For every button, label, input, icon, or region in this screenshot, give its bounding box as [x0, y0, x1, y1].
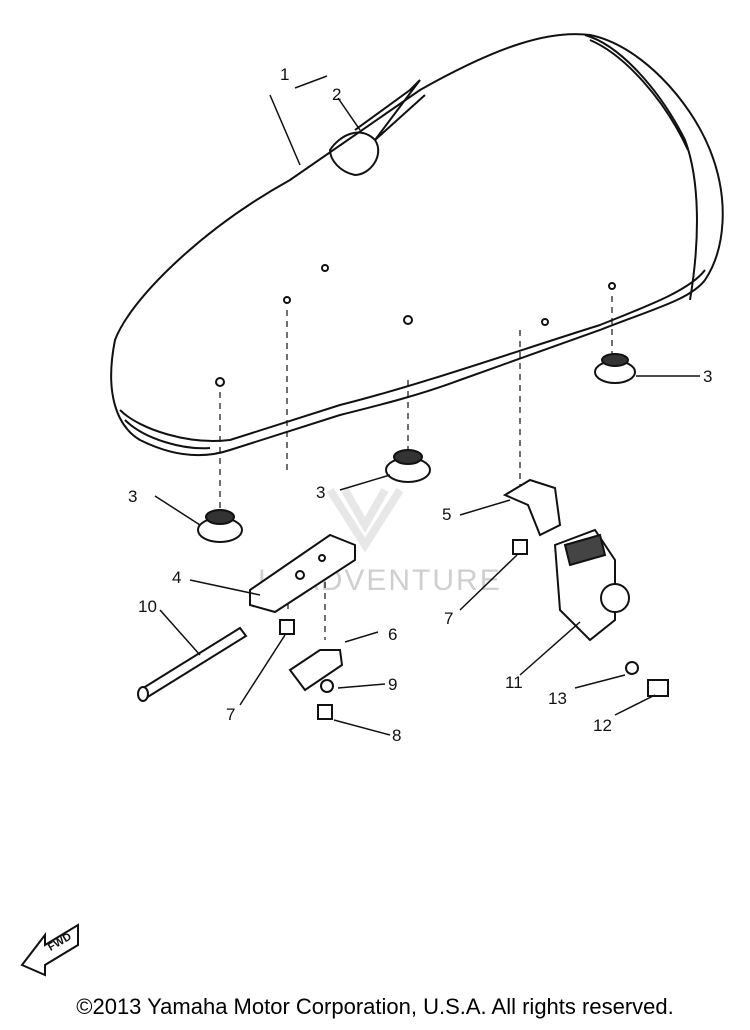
callout-6: 6	[388, 625, 397, 644]
callout-2: 2	[332, 85, 341, 104]
callout-5: 5	[442, 505, 451, 524]
callout-8: 8	[392, 726, 401, 745]
callout-7a: 7	[226, 705, 235, 724]
hook-plate	[288, 649, 344, 692]
callout-3a: 3	[703, 367, 712, 386]
forward-arrow-icon: FWD	[20, 923, 79, 977]
seat-hinge	[502, 478, 562, 537]
callout-11: 11	[505, 673, 523, 692]
copyright-notice: ©2013 Yamaha Motor Corporation, U.S.A. A…	[76, 994, 674, 1019]
rubber-damper	[197, 353, 636, 543]
seat-lock	[553, 528, 630, 642]
callout-10: 10	[138, 597, 157, 616]
callout-3b: 3	[316, 483, 325, 502]
callout-4: 4	[172, 568, 181, 587]
seat-cushion	[110, 33, 724, 457]
hinge-pin	[137, 626, 248, 702]
callout-7b: 7	[444, 609, 453, 628]
bolt	[279, 539, 669, 720]
leader-lines	[154, 75, 700, 736]
callout-13: 13	[548, 689, 567, 708]
watermark-logo	[326, 487, 404, 553]
seat-bracket	[249, 533, 356, 614]
callout-3c: 3	[128, 487, 137, 506]
callout-1: 1	[280, 65, 289, 84]
callout-12: 12	[593, 716, 612, 735]
callout-9: 9	[388, 675, 397, 694]
